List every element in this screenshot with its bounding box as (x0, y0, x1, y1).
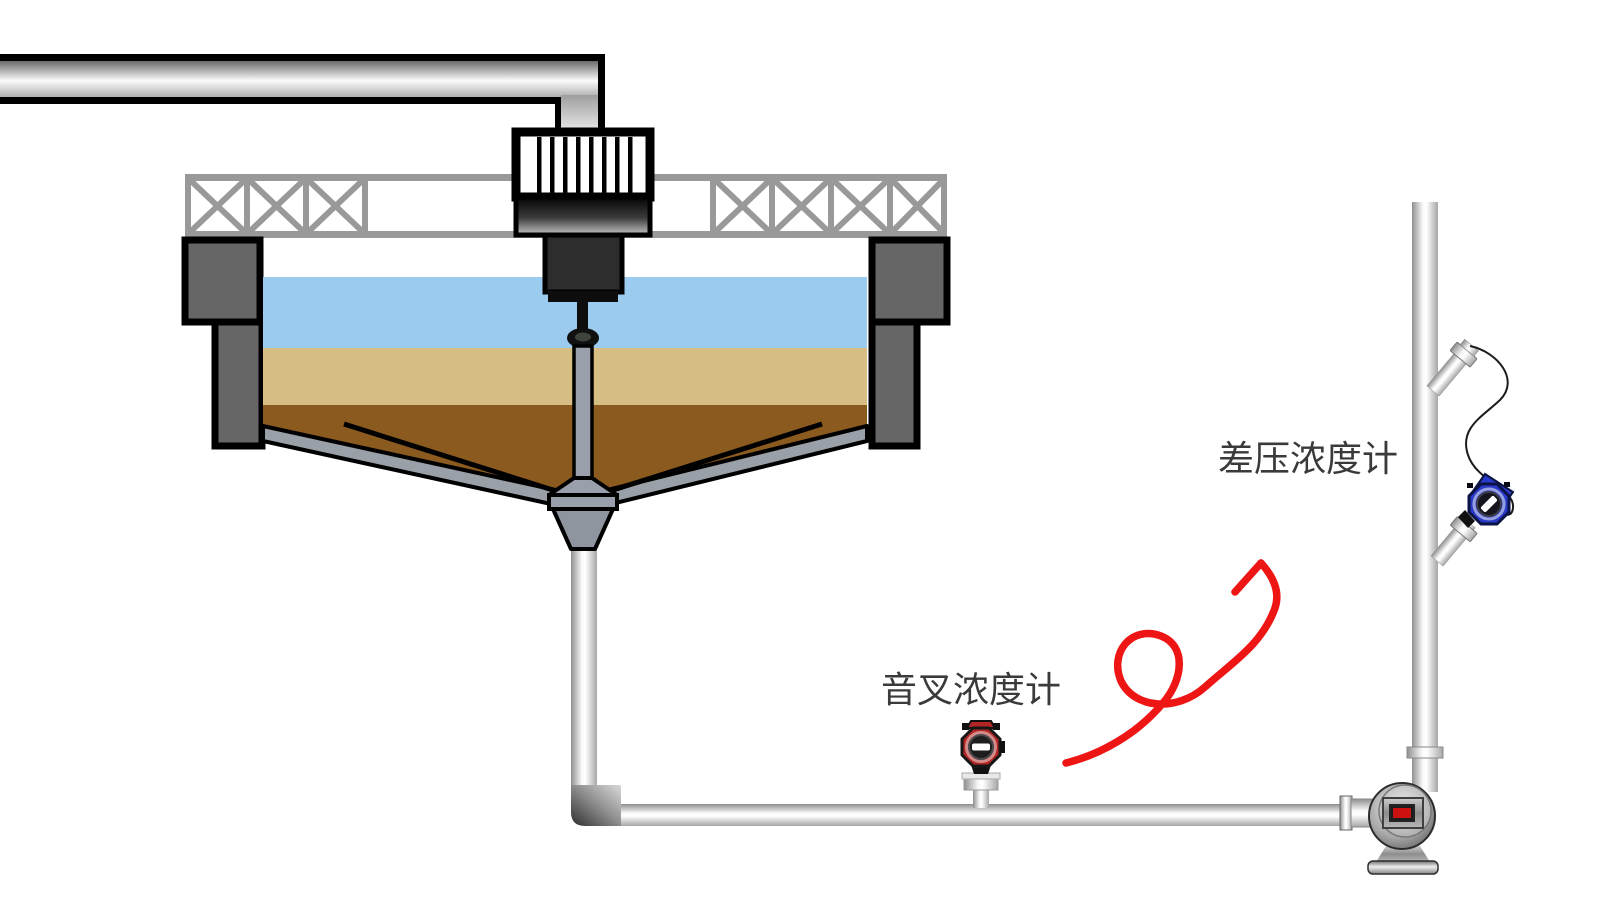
thickener-tank (261, 277, 869, 513)
pump-display (1391, 806, 1413, 820)
signal-cable (1465, 345, 1515, 516)
dp-meter-label: 差压浓度计 (1218, 439, 1398, 479)
pipe-elbow (571, 785, 621, 826)
support-left-lower (211, 316, 266, 450)
support-left-upper (181, 236, 264, 326)
pump (1339, 782, 1439, 875)
fork-density-meter (960, 720, 1005, 808)
rake-arm-right (590, 421, 823, 500)
dp-density-meter (1458, 472, 1515, 528)
pump-pedestal (1376, 846, 1430, 862)
annotation-arrow-shaft (1062, 559, 1281, 767)
annotation-arrow (1062, 559, 1281, 767)
feed-bridge (0, 54, 605, 133)
riser-flange-collar (1406, 746, 1444, 759)
gearbox (542, 232, 625, 295)
fork-meter-label: 音叉浓度计 (881, 670, 1061, 710)
tank-supports (181, 236, 951, 450)
support-right-upper (868, 236, 951, 326)
motor-body (513, 194, 653, 238)
discharge-cone (551, 507, 615, 551)
pump-inlet-flange (1339, 795, 1353, 831)
sludge-layer (263, 405, 867, 504)
discharge-pipe (621, 804, 1341, 826)
rake-arm-left (343, 421, 576, 500)
lower-tap-stub (1430, 516, 1478, 567)
drive-motor (511, 127, 655, 302)
riser-pipe (1412, 202, 1438, 792)
interface-layer (263, 348, 867, 405)
truss-x-braces (186, 176, 947, 236)
annotation-arrow-barb (1231, 559, 1265, 596)
fork-meter-stem (973, 788, 989, 808)
pump-base (1367, 860, 1439, 875)
riser-pipe-assembly (1406, 202, 1515, 792)
drain-pipe (571, 545, 597, 807)
support-right-lower (868, 316, 921, 450)
upper-tap-stub (1426, 338, 1479, 397)
rake-drive-shaft (547, 298, 619, 551)
